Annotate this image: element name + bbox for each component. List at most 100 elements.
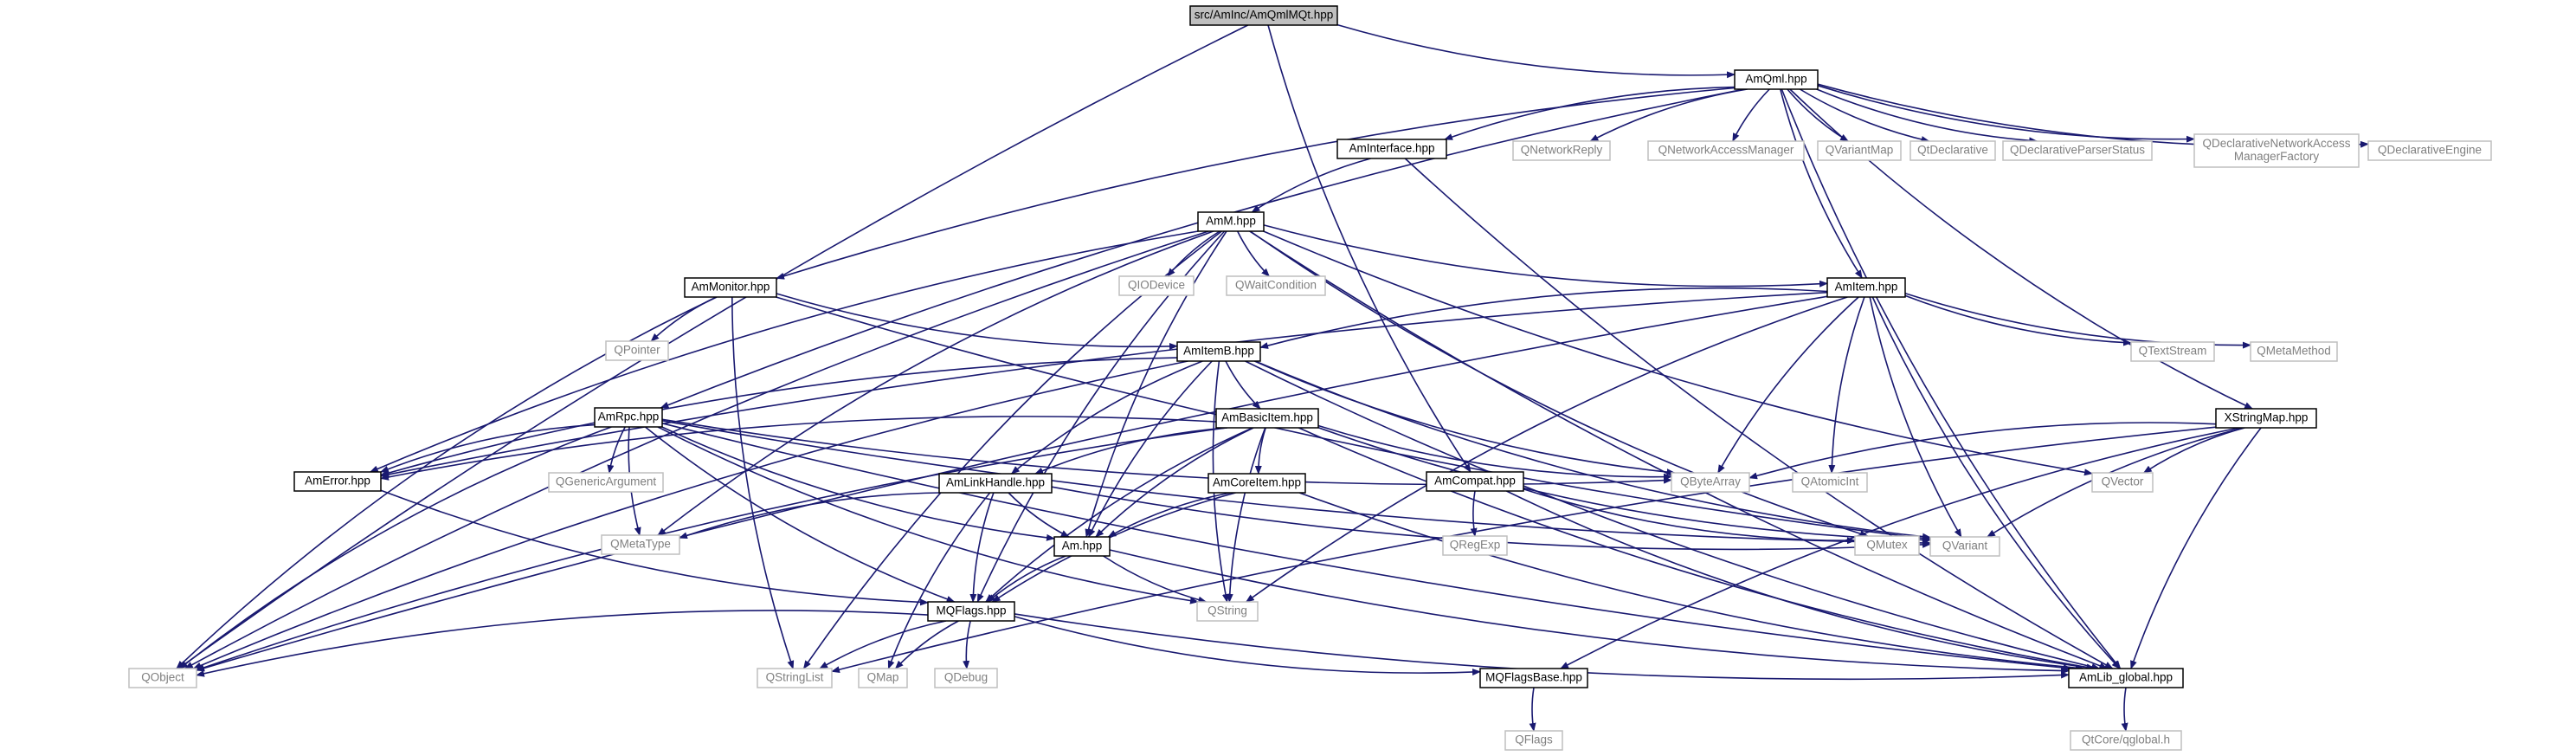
edge-AmLinkHandle-to-QMap (887, 492, 991, 669)
node-Am[interactable]: Am.hpp (1053, 536, 1111, 557)
edge-AmM-to-AmItem (1263, 224, 1828, 288)
node-QByteArray: QByteArray (1671, 472, 1750, 493)
edge-AmBasicItem-to-Am (1095, 427, 1254, 538)
node-AmBasicItem[interactable]: AmBasicItem.hpp (1215, 408, 1319, 429)
edge-AmItem-to-AmItemB (1259, 287, 1828, 349)
edge-AmQml-to-AmItem (1780, 88, 1863, 279)
node-box (2091, 472, 2154, 493)
edge-MQFlags-to-QMap (894, 620, 959, 669)
node-label: QAtomicInt (1801, 475, 1859, 488)
node-QRegExp: QRegExp (1442, 535, 1508, 556)
edge-AmItem-to-QVariant (1869, 296, 1962, 538)
node-label: QObject (141, 671, 184, 684)
edge-MQFlagsBase-to-QFlags (1529, 687, 1536, 732)
edge-AmM-to-AmError (369, 230, 1199, 473)
edge-AmItem-to-QMetaMethod (1904, 292, 2251, 349)
node-label: QIODevice (1128, 279, 1185, 292)
edge-AmItem-to-QTextStream (1904, 294, 2132, 346)
node-label: QRegExp (1450, 539, 1501, 552)
node-QDeclarativeEngine: QDeclarativeEngine (2367, 140, 2492, 161)
node-label: AmError.hpp (305, 475, 370, 488)
edge-AmBasicItem-to-AmLib_global (1298, 427, 2096, 671)
edge-MQFlags-to-QDebug (963, 620, 971, 669)
node-box (934, 668, 998, 688)
edge-AmBasicItem-to-QObject (196, 427, 1227, 671)
node-label: AmLinkHandle.hpp (946, 476, 1045, 489)
node-box (2215, 408, 2317, 429)
edge-AmItem-to-QString (1245, 296, 1848, 603)
edge-AmCompat-to-AmLib_global (1506, 490, 2096, 671)
edge-AmLinkHandle-to-MQFlags (969, 492, 995, 603)
node-label: QStringList (766, 671, 824, 684)
node-AmRpc[interactable]: AmRpc.hpp (594, 407, 663, 428)
node-box (1426, 471, 1524, 492)
edge-AmQml-to-QtDeclarative (1799, 88, 1930, 143)
node-AmInterface[interactable]: AmInterface.hpp (1336, 139, 1447, 159)
edge-XStringMap-to-QByteArray (1748, 422, 2217, 480)
edges-layer (176, 23, 2369, 732)
edge-AmLib_global-to-QtCore_qglobal (2121, 687, 2128, 732)
edge-Am-to-MQFlags (987, 555, 1066, 603)
node-box (858, 668, 908, 688)
node-box (1479, 668, 1588, 688)
node-AmError[interactable]: AmError.hpp (293, 471, 382, 492)
node-AmQml[interactable]: AmQml.hpp (1734, 69, 1819, 90)
node-QMetaType: QMetaType (601, 534, 680, 555)
edge-AmMonitor-to-QStringList (731, 296, 795, 669)
edge-AmRpc-to-QVariant (661, 420, 1931, 546)
node-AmMonitor[interactable]: AmMonitor.hpp (684, 277, 777, 298)
node-AmItem[interactable]: AmItem.hpp (1826, 277, 1906, 298)
node-MQFlagsBase[interactable]: MQFlagsBase.hpp (1479, 668, 1588, 688)
edge-AmMonitor-to-AmItemB (776, 293, 1178, 350)
node-XStringMap[interactable]: XStringMap.hpp (2215, 408, 2317, 429)
edge-AmCoreItem-to-AmLib_global (1298, 492, 2084, 672)
node-QMap: QMap (858, 668, 908, 688)
edge-AmItemB-to-AmLib_global (1245, 360, 2101, 670)
node-QWaitCondition: QWaitCondition (1226, 275, 1326, 296)
node-label: QDeclarativeParserStatus (2010, 144, 2145, 157)
node-label: QMap (867, 671, 899, 684)
node-AmM[interactable]: AmM.hpp (1197, 211, 1265, 232)
edge-AmM-to-QObject (184, 230, 1209, 669)
edge-XStringMap-to-QVector (2142, 427, 2245, 474)
node-label: AmItem.hpp (1835, 281, 1898, 294)
node-box (1909, 140, 1996, 161)
edge-AmItem-to-QByteArray (1717, 296, 1859, 474)
edge-AmRpc-to-QObject (178, 426, 612, 669)
node-label: QWaitCondition (1235, 279, 1317, 292)
node-MQFlags[interactable]: MQFlags.hpp (927, 601, 1015, 622)
node-label: AmRpc.hpp (598, 410, 660, 423)
node-box (927, 601, 1015, 622)
node-label: AmBasicItem.hpp (1221, 411, 1313, 424)
edge-AmQml-to-AmMonitor (776, 87, 1736, 280)
node-AmLib_global[interactable]: AmLib_global.hpp (2068, 668, 2184, 688)
node-box (1671, 472, 1750, 493)
node-label: QMetaType (610, 538, 671, 551)
node-QVariantMap: QVariantMap (1817, 140, 1902, 161)
edge-AmM-to-QVector (1263, 230, 2093, 476)
edge-AmItemB-to-Am (1087, 360, 1213, 538)
node-QtCore_qglobal: QtCore/qglobal.h (2070, 730, 2182, 751)
edge-AmBasicItem-to-MQFlags (985, 427, 1253, 603)
node-label: AmItemB.hpp (1183, 345, 1254, 358)
node-box (1196, 601, 1259, 622)
edge-AmBasicItem-to-AmLinkHandle (1034, 427, 1227, 475)
node-label: QVariant (1942, 540, 1988, 552)
node-root[interactable]: src/AmInc/AmQmlMQt.hpp (1189, 5, 1338, 26)
edge-AmQml-to-QDeclarativeParserStatus (1816, 88, 2038, 145)
node-box (2070, 730, 2182, 751)
node-AmCompat[interactable]: AmCompat.hpp (1426, 471, 1524, 492)
edge-AmInterface-to-AmLib_global (1404, 158, 2114, 669)
node-box (1336, 139, 1447, 159)
node-AmLinkHandle[interactable]: AmLinkHandle.hpp (938, 473, 1053, 494)
node-box (2193, 133, 2360, 168)
edge-AmM-to-QIODevice (1167, 230, 1220, 277)
node-AmItemB[interactable]: AmItemB.hpp (1176, 341, 1261, 362)
edge-AmInterface-to-AmM (1251, 158, 1371, 213)
node-AmCoreItem[interactable]: AmCoreItem.hpp (1208, 473, 1306, 494)
edge-AmMonitor-to-QVariant (776, 296, 1931, 542)
nodes-layer: src/AmInc/AmQmlMQt.hppAmQml.hppAmInterfa… (128, 5, 2492, 751)
edge-root-to-QObject (177, 24, 1249, 669)
node-box (594, 407, 663, 428)
